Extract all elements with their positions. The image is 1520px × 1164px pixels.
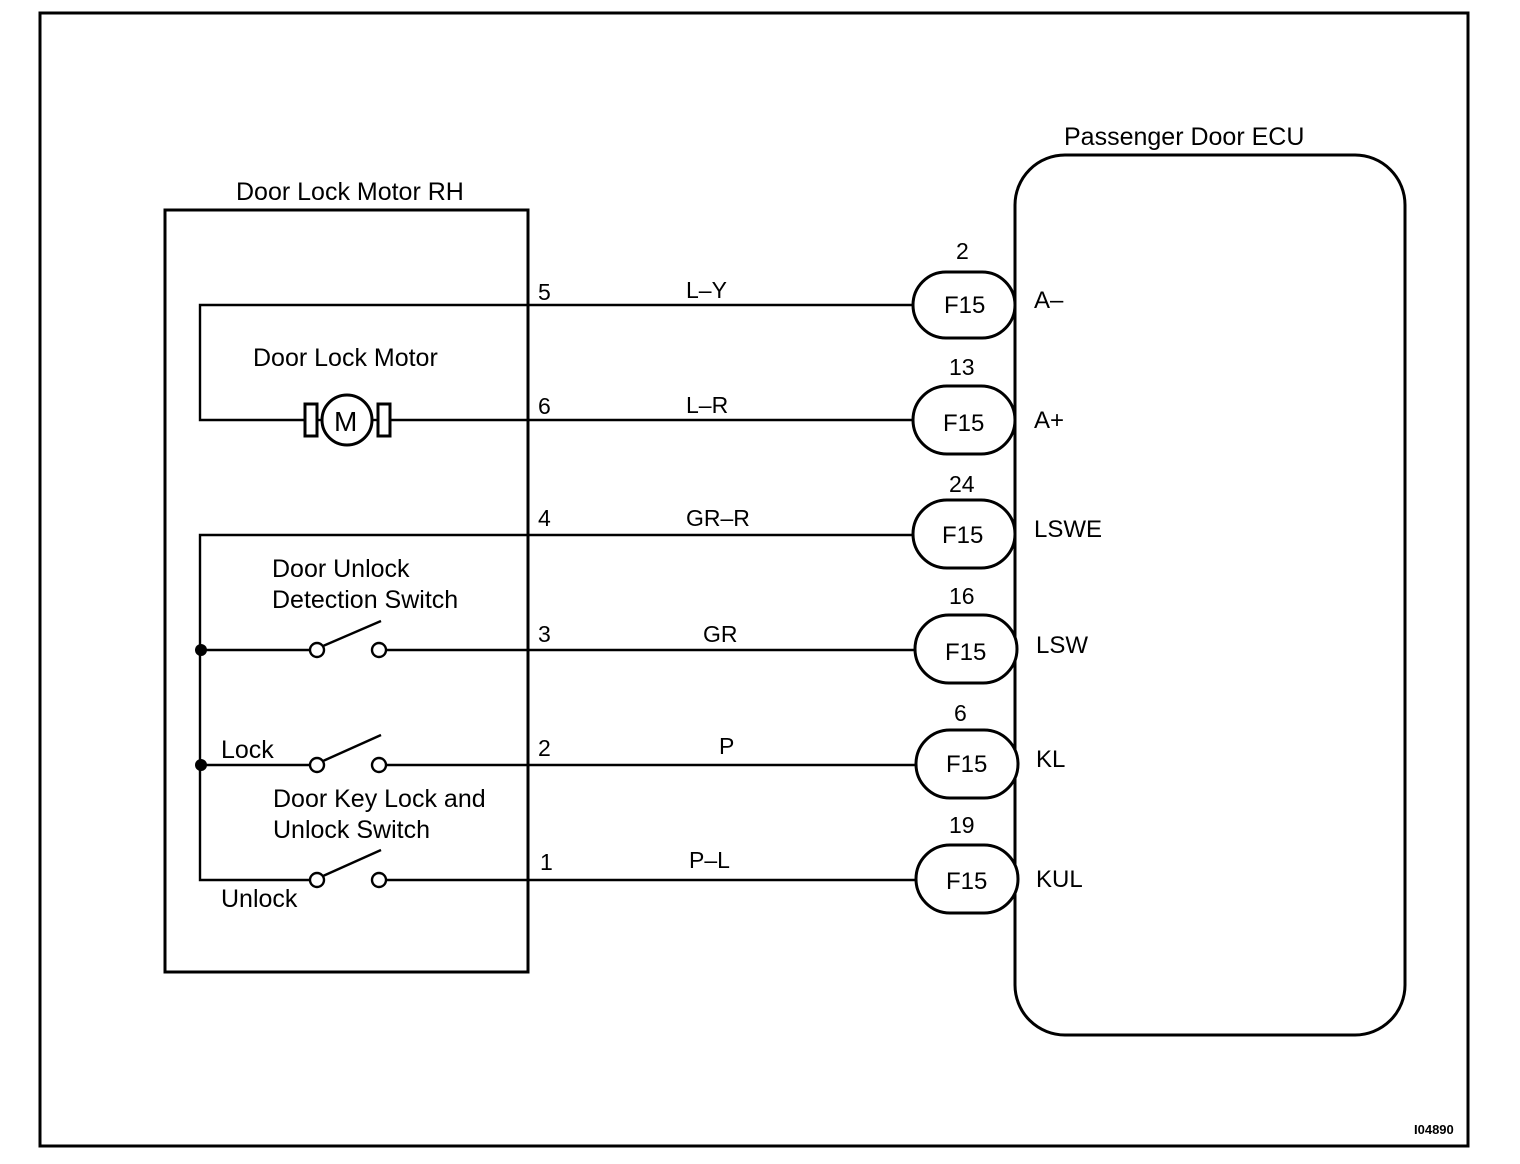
unlock-label: Unlock bbox=[221, 885, 298, 913]
junction-dot-2 bbox=[195, 759, 207, 771]
connector-label: F15 bbox=[946, 868, 987, 895]
motor-loop-wire bbox=[198, 303, 528, 422]
connector-f15 bbox=[911, 498, 1017, 570]
motor-pin-5: 5 bbox=[538, 279, 551, 305]
connector-f15 bbox=[911, 384, 1017, 456]
door-lock-motor-rh-title: Door Lock Motor RH bbox=[236, 178, 464, 206]
motor-symbol-letter: M bbox=[334, 406, 357, 437]
connector-label: F15 bbox=[942, 522, 983, 549]
ecu-pin-2: 2 bbox=[956, 238, 969, 264]
motor-pin-4: 4 bbox=[538, 505, 551, 531]
motor-pin-3: 3 bbox=[538, 621, 551, 647]
motor-pin-6: 6 bbox=[538, 393, 551, 419]
wire-pin-4: 4 GR–R F15 24 LSWE bbox=[528, 471, 1102, 570]
ecu-signal-lsw: LSW bbox=[1036, 632, 1088, 659]
door-lock-motor-label: Door Lock Motor bbox=[253, 344, 438, 372]
reference-code: I04890 bbox=[1414, 1122, 1454, 1137]
wire-color-l-y: L–Y bbox=[686, 277, 727, 303]
wire-pin-5: 5 L–Y F15 2 A– bbox=[528, 238, 1064, 340]
connector-label: F15 bbox=[945, 639, 986, 666]
unlock-detection-switch bbox=[308, 619, 528, 659]
ecu-signal-kl: KL bbox=[1036, 746, 1065, 773]
connector-label: F15 bbox=[946, 751, 987, 778]
unlock-switch bbox=[308, 848, 528, 889]
wire-color-gr: GR bbox=[703, 621, 738, 647]
motor-pin-2: 2 bbox=[538, 735, 551, 761]
wire-color-l-r: L–R bbox=[686, 392, 728, 418]
motor-pin-1: 1 bbox=[540, 849, 553, 875]
ecu-pin-13: 13 bbox=[949, 354, 975, 380]
unlock-detection-switch-label-1: Door Unlock bbox=[272, 555, 410, 583]
ecu-signal-lswe: LSWE bbox=[1034, 516, 1102, 543]
wire-pin-6: 6 L–R F15 13 A+ bbox=[528, 354, 1064, 456]
ecu-pin-24: 24 bbox=[949, 471, 975, 497]
ecu-pin-19: 19 bbox=[949, 812, 975, 838]
wire-color-p-l: P–L bbox=[689, 847, 730, 873]
ecu-signal-a-minus: A– bbox=[1034, 287, 1064, 314]
wire-pin-3: 3 GR F15 16 LSW bbox=[528, 583, 1088, 685]
ecu-pin-16: 16 bbox=[949, 583, 975, 609]
unlock-detection-switch-label-2: Detection Switch bbox=[272, 586, 458, 614]
switch-common-bus bbox=[198, 533, 528, 882]
passenger-door-ecu-box bbox=[1013, 153, 1407, 1037]
door-lock-motor-rh-box bbox=[163, 208, 530, 974]
diagram-frame bbox=[38, 11, 1470, 1148]
connector-f15 bbox=[911, 270, 1017, 340]
wire-color-p: P bbox=[719, 733, 734, 759]
lock-label: Lock bbox=[221, 736, 274, 764]
connector-f15 bbox=[914, 843, 1020, 915]
ecu-pin-6: 6 bbox=[954, 700, 967, 726]
lock-switch bbox=[308, 733, 528, 774]
wire-pin-1: 1 P–L F15 19 KUL bbox=[528, 812, 1083, 915]
key-switch-label-1: Door Key Lock and bbox=[273, 785, 486, 813]
junction-dot-1 bbox=[195, 644, 207, 656]
wire-color-gr-r: GR–R bbox=[686, 505, 750, 531]
motor-symbol: M bbox=[303, 393, 392, 447]
key-switch-label-2: Unlock Switch bbox=[273, 816, 430, 844]
connector-f15 bbox=[914, 728, 1020, 800]
wire-pin-2: 2 P F15 6 KL bbox=[528, 700, 1065, 800]
passenger-door-ecu-title: Passenger Door ECU bbox=[1064, 123, 1304, 151]
connector-f15 bbox=[913, 613, 1019, 685]
connector-label: F15 bbox=[944, 292, 985, 319]
connector-label: F15 bbox=[943, 410, 984, 437]
ecu-signal-kul: KUL bbox=[1036, 866, 1083, 893]
ecu-signal-a-plus: A+ bbox=[1034, 407, 1064, 434]
